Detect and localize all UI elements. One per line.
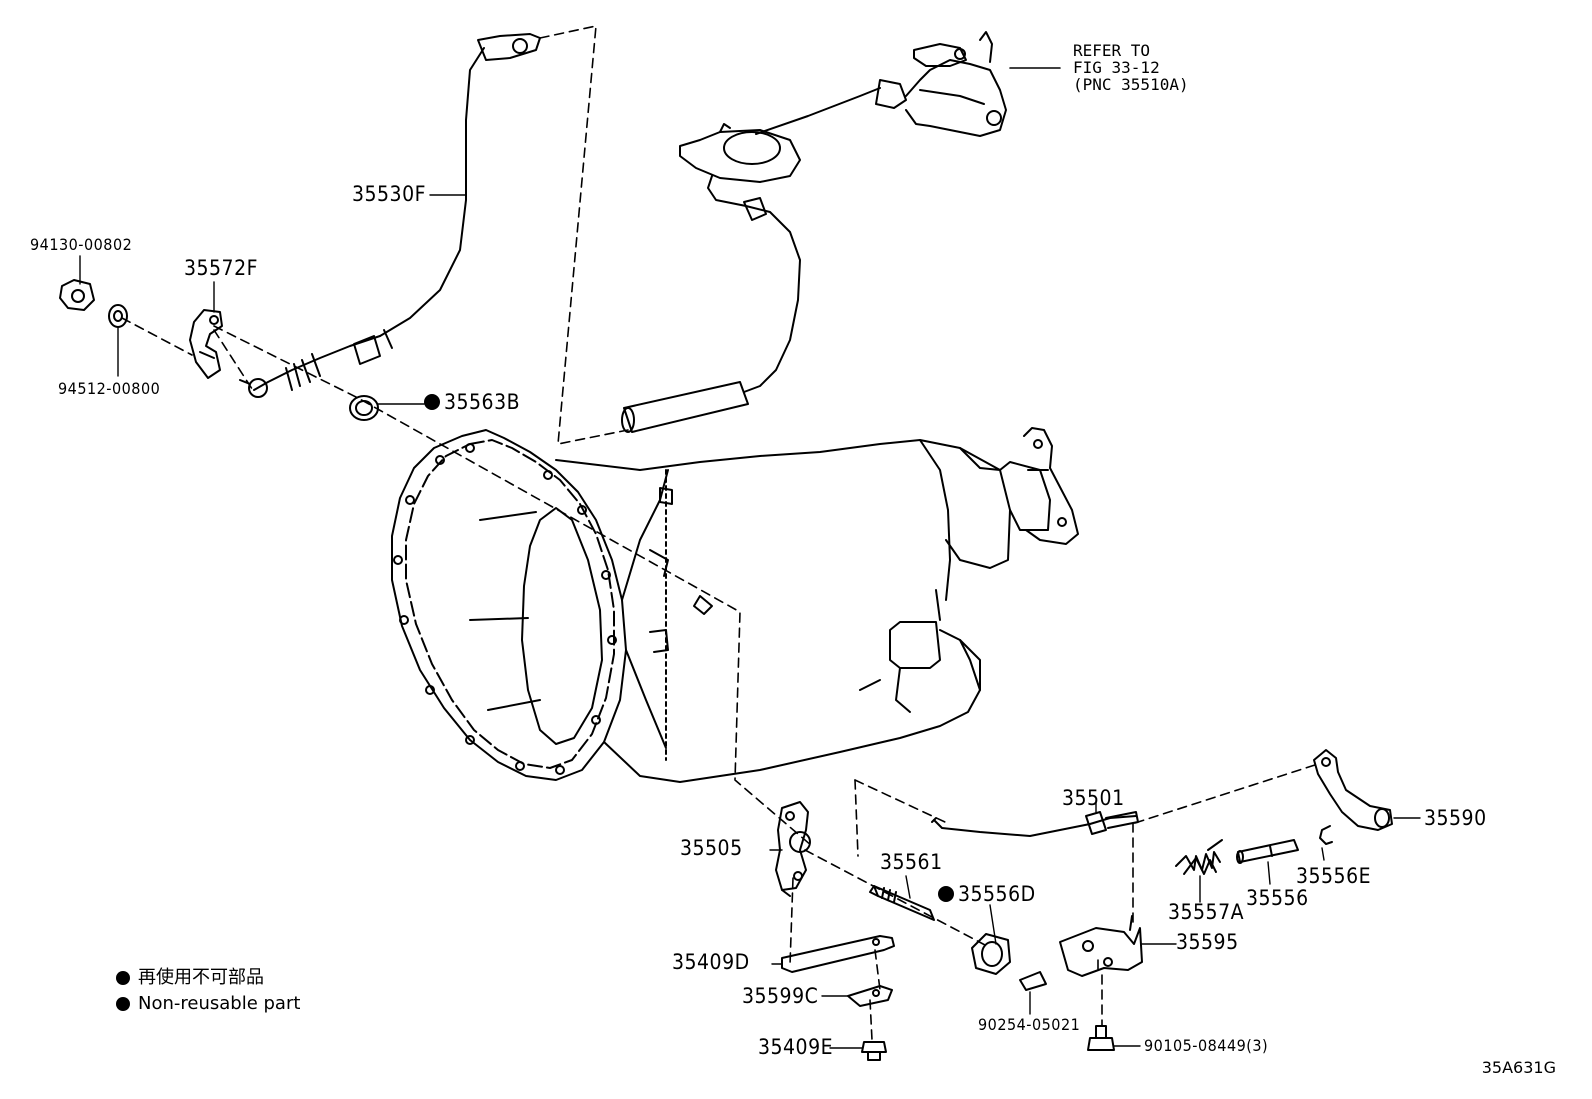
label-35556D: 35556D (938, 884, 1036, 905)
label-94130-00802: 94130-00802 (30, 235, 133, 254)
oil-seal-35556D (971, 933, 1011, 975)
label-35556E: 35556E (1296, 864, 1372, 888)
washer-94512-00800 (108, 304, 128, 328)
label-35505: 35505 (680, 836, 743, 860)
label-35409D: 35409D (672, 950, 750, 974)
label-35409E: 35409E (758, 1035, 834, 1059)
legend-row-en: Non-reusable part (116, 991, 300, 1017)
nut-94130-00802 (59, 279, 95, 311)
non-reusable-dot (116, 971, 130, 985)
bracket-35572F (189, 309, 223, 379)
shaft-35561 (869, 885, 935, 921)
plate-35599C (847, 985, 893, 1007)
label-94512-00800: 94512-00800 (58, 379, 161, 398)
shift-cable-35530F (239, 33, 541, 398)
figure-code: 35A631G (1481, 1058, 1556, 1077)
dashed-reference-lines (121, 25, 1319, 1041)
non-reusable-marker (424, 394, 440, 410)
pin-35556 (1236, 839, 1299, 864)
refer-line-3: (PNC 35510A) (1073, 75, 1189, 94)
label-35561: 35561 (880, 850, 943, 874)
refer-line-1: REFER TO (1073, 41, 1151, 60)
pin-90254-05021 (1019, 971, 1047, 991)
lever-35590 (1313, 749, 1393, 831)
label-35599C: 35599C (742, 984, 819, 1008)
legend: 再使用不可部品 Non-reusable part (116, 965, 300, 1017)
rod-35501 (931, 811, 1139, 837)
transmission-case (391, 427, 1079, 783)
label-35557A: 35557A (1168, 900, 1245, 924)
label-35590: 35590 (1424, 806, 1487, 830)
spring-35557A (1175, 839, 1223, 875)
lever-35505 (775, 801, 811, 897)
legend-en-text: Non-reusable part (138, 993, 301, 1014)
non-reusable-marker (938, 886, 954, 902)
e-ring-35556E (1319, 825, 1333, 845)
label-35530F: 35530F (352, 182, 426, 206)
bolt-90105-08449 (1087, 1025, 1115, 1051)
non-reusable-dot (116, 997, 130, 1011)
label-35556: 35556 (1246, 886, 1309, 910)
label-90254-05021: 90254-05021 (978, 1015, 1081, 1034)
label-35563B: 35563B (424, 392, 520, 413)
label-90105-08449: 90105-08449(3) (1144, 1036, 1269, 1055)
bracket-35595 (1059, 915, 1143, 977)
shift-lever-assembly (621, 31, 1061, 433)
refer-line-2: FIG 33-12 (1073, 58, 1160, 77)
legend-jp-text: 再使用不可部品 (138, 967, 264, 988)
oil-seal-35563B (349, 395, 379, 421)
leader-lines (79, 194, 1421, 1049)
refer-note: REFER TO FIG 33-12 (PNC 35510A) (1073, 42, 1189, 93)
legend-row-jp: 再使用不可部品 (116, 965, 300, 991)
plate-35409D (781, 935, 895, 973)
label-35572F: 35572F (184, 256, 258, 280)
bolt-35409E (861, 1041, 887, 1061)
label-35595: 35595 (1176, 930, 1239, 954)
label-35501: 35501 (1062, 786, 1125, 810)
